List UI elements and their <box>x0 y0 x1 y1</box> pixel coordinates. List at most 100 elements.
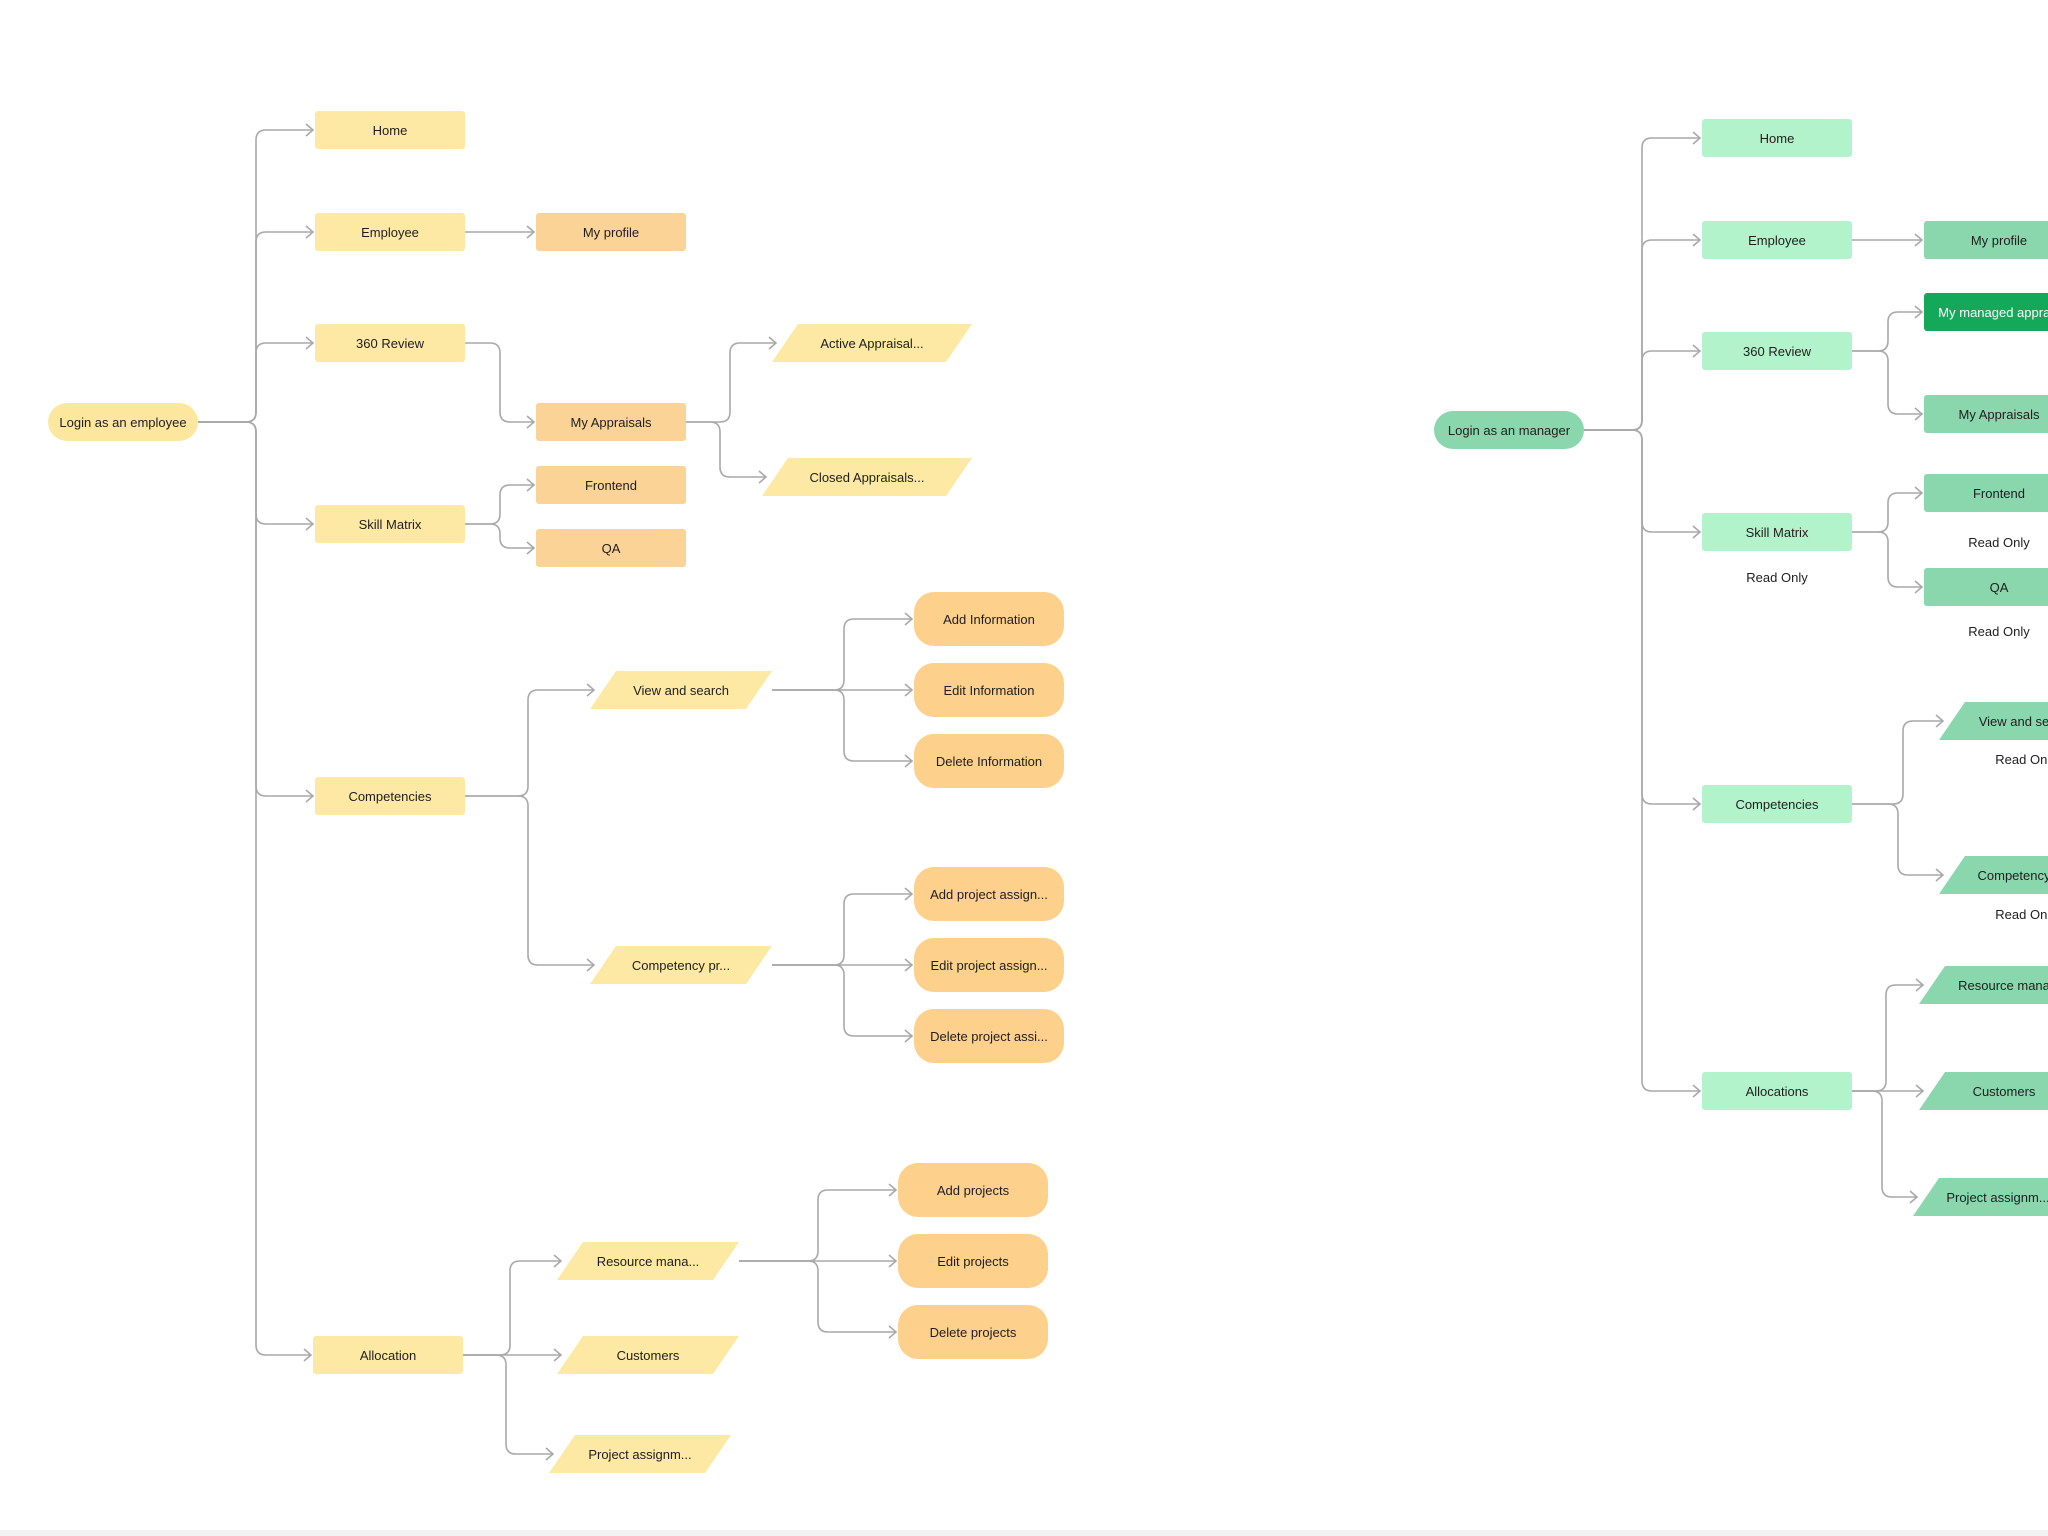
node-label: Login as an manager <box>1447 422 1571 438</box>
node-manager-root[interactable]: Login as an manager <box>1434 411 1584 449</box>
connector-line <box>1852 492 1922 533</box>
parallelogram-shape <box>557 1242 739 1280</box>
arrow-head <box>586 958 596 972</box>
arrow-head <box>1692 233 1702 247</box>
node-employee-editpa[interactable]: Edit project assign... <box>914 938 1064 992</box>
node-employee-resmana[interactable]: Resource mana... <box>557 1242 739 1280</box>
connector-line <box>772 618 912 691</box>
node-manager-cust[interactable]: Customers <box>1919 1072 2048 1110</box>
node-label: View and search <box>633 682 729 698</box>
arrow-head <box>303 1348 313 1362</box>
node-manager-360[interactable]: 360 Review <box>1702 332 1852 370</box>
node-employee-qa[interactable]: QA <box>536 529 686 567</box>
arrow-head <box>1915 1084 1925 1098</box>
node-employee-360[interactable]: 360 Review <box>315 324 465 362</box>
arrow-head <box>888 1254 898 1268</box>
node-manager-employee[interactable]: Employee <box>1702 221 1852 259</box>
node-label: View and se <box>1978 713 2048 729</box>
arrow-head <box>526 225 536 239</box>
read-only-note: Read Only <box>1995 907 2048 922</box>
node-employee-comppr[interactable]: Competency pr... <box>590 946 772 984</box>
node-employee-addproj[interactable]: Add projects <box>898 1163 1048 1217</box>
node-employee-profile[interactable]: My profile <box>536 213 686 251</box>
node-employee-root[interactable]: Login as an employee <box>48 403 198 441</box>
node-manager-compy[interactable]: Competency <box>1939 856 2048 894</box>
arrow-head <box>305 225 315 239</box>
node-label: Employee <box>361 224 419 240</box>
node-employee-addinfo[interactable]: Add Information <box>914 592 1064 646</box>
connector-line <box>772 689 912 762</box>
arrow-head <box>1692 131 1702 145</box>
node-label: Resource mana <box>1958 977 2048 993</box>
arrow-head <box>904 612 914 626</box>
connector-line <box>1852 350 1922 415</box>
arrow-head <box>1692 525 1702 539</box>
connector-line <box>1584 350 1700 431</box>
node-manager-alloc[interactable]: Allocations <box>1702 1072 1852 1110</box>
parallelogram-shape <box>1919 966 2048 1004</box>
read-only-note: Read Only <box>1746 570 1808 585</box>
node-manager-qa[interactable]: QA <box>1924 568 2048 606</box>
arrow-head <box>904 958 914 972</box>
node-employee-projas[interactable]: Project assignm... <box>549 1435 731 1473</box>
parallelogram-shape <box>1939 856 2048 894</box>
node-label: My managed apprais <box>1938 304 2048 320</box>
node-employee-delpa[interactable]: Delete project assi... <box>914 1009 1064 1063</box>
node-manager-view[interactable]: View and se <box>1939 702 2048 740</box>
connector-line <box>465 795 594 966</box>
node-manager-frontend[interactable]: Frontend <box>1924 474 2048 512</box>
node-label: Delete project assi... <box>930 1028 1048 1044</box>
arrow-head <box>526 415 536 429</box>
node-employee-view[interactable]: View and search <box>590 671 772 709</box>
node-employee-comp[interactable]: Competencies <box>315 777 465 815</box>
node-manager-projas[interactable]: Project assignm... <box>1913 1178 2048 1216</box>
arrow-head <box>1914 486 1924 500</box>
node-employee-addpa[interactable]: Add project assign... <box>914 867 1064 921</box>
parallelogram-shape <box>590 671 772 709</box>
node-label: Add project assign... <box>930 886 1048 902</box>
node-employee-active[interactable]: Active Appraisal... <box>772 324 972 362</box>
node-label: Home <box>372 122 408 138</box>
node-employee-myappr[interactable]: My Appraisals <box>536 403 686 441</box>
parallelogram-shape <box>762 458 972 496</box>
node-employee-alloc[interactable]: Allocation <box>313 1336 463 1374</box>
arrow-head <box>758 470 768 484</box>
node-employee-employee[interactable]: Employee <box>315 213 465 251</box>
node-label: Skill Matrix <box>358 516 422 532</box>
node-manager-skill[interactable]: Skill Matrix <box>1702 513 1852 551</box>
parallelogram-shape <box>1919 1072 2048 1110</box>
bottom-edge <box>0 1530 2048 1536</box>
connector-line <box>198 342 313 423</box>
arrow-head <box>1909 1190 1919 1204</box>
parallelogram-shape <box>1913 1178 2048 1216</box>
node-manager-managed[interactable]: My managed apprais <box>1924 293 2048 331</box>
node-employee-home[interactable]: Home <box>315 111 465 149</box>
node-employee-editproj[interactable]: Edit projects <box>898 1234 1048 1288</box>
node-manager-profile[interactable]: My profile <box>1924 221 2048 259</box>
connector-line <box>1852 984 1923 1092</box>
node-employee-cust[interactable]: Customers <box>557 1336 739 1374</box>
node-manager-home[interactable]: Home <box>1702 119 1852 157</box>
node-employee-editinfo[interactable]: Edit Information <box>914 663 1064 717</box>
node-label: Allocation <box>359 1347 417 1363</box>
arrow-head <box>1935 868 1945 882</box>
node-manager-myappr[interactable]: My Appraisals <box>1924 395 2048 433</box>
connector-line <box>465 689 594 797</box>
node-employee-delinfo[interactable]: Delete Information <box>914 734 1064 788</box>
node-manager-comp[interactable]: Competencies <box>1702 785 1852 823</box>
node-label: Home <box>1759 130 1795 146</box>
node-manager-resmana[interactable]: Resource mana <box>1919 966 2048 1004</box>
node-label: Competency pr... <box>631 957 731 973</box>
arrow-head <box>904 683 914 697</box>
node-employee-skill[interactable]: Skill Matrix <box>315 505 465 543</box>
connector-line <box>463 1354 553 1455</box>
node-label: Customers <box>1972 1083 2036 1099</box>
arrow-head <box>1915 978 1925 992</box>
arrow-head <box>904 887 914 901</box>
node-label: Project assignm... <box>588 1446 692 1462</box>
node-employee-frontend[interactable]: Frontend <box>536 466 686 504</box>
node-employee-delproj[interactable]: Delete projects <box>898 1305 1048 1359</box>
node-employee-closed[interactable]: Closed Appraisals... <box>762 458 972 496</box>
